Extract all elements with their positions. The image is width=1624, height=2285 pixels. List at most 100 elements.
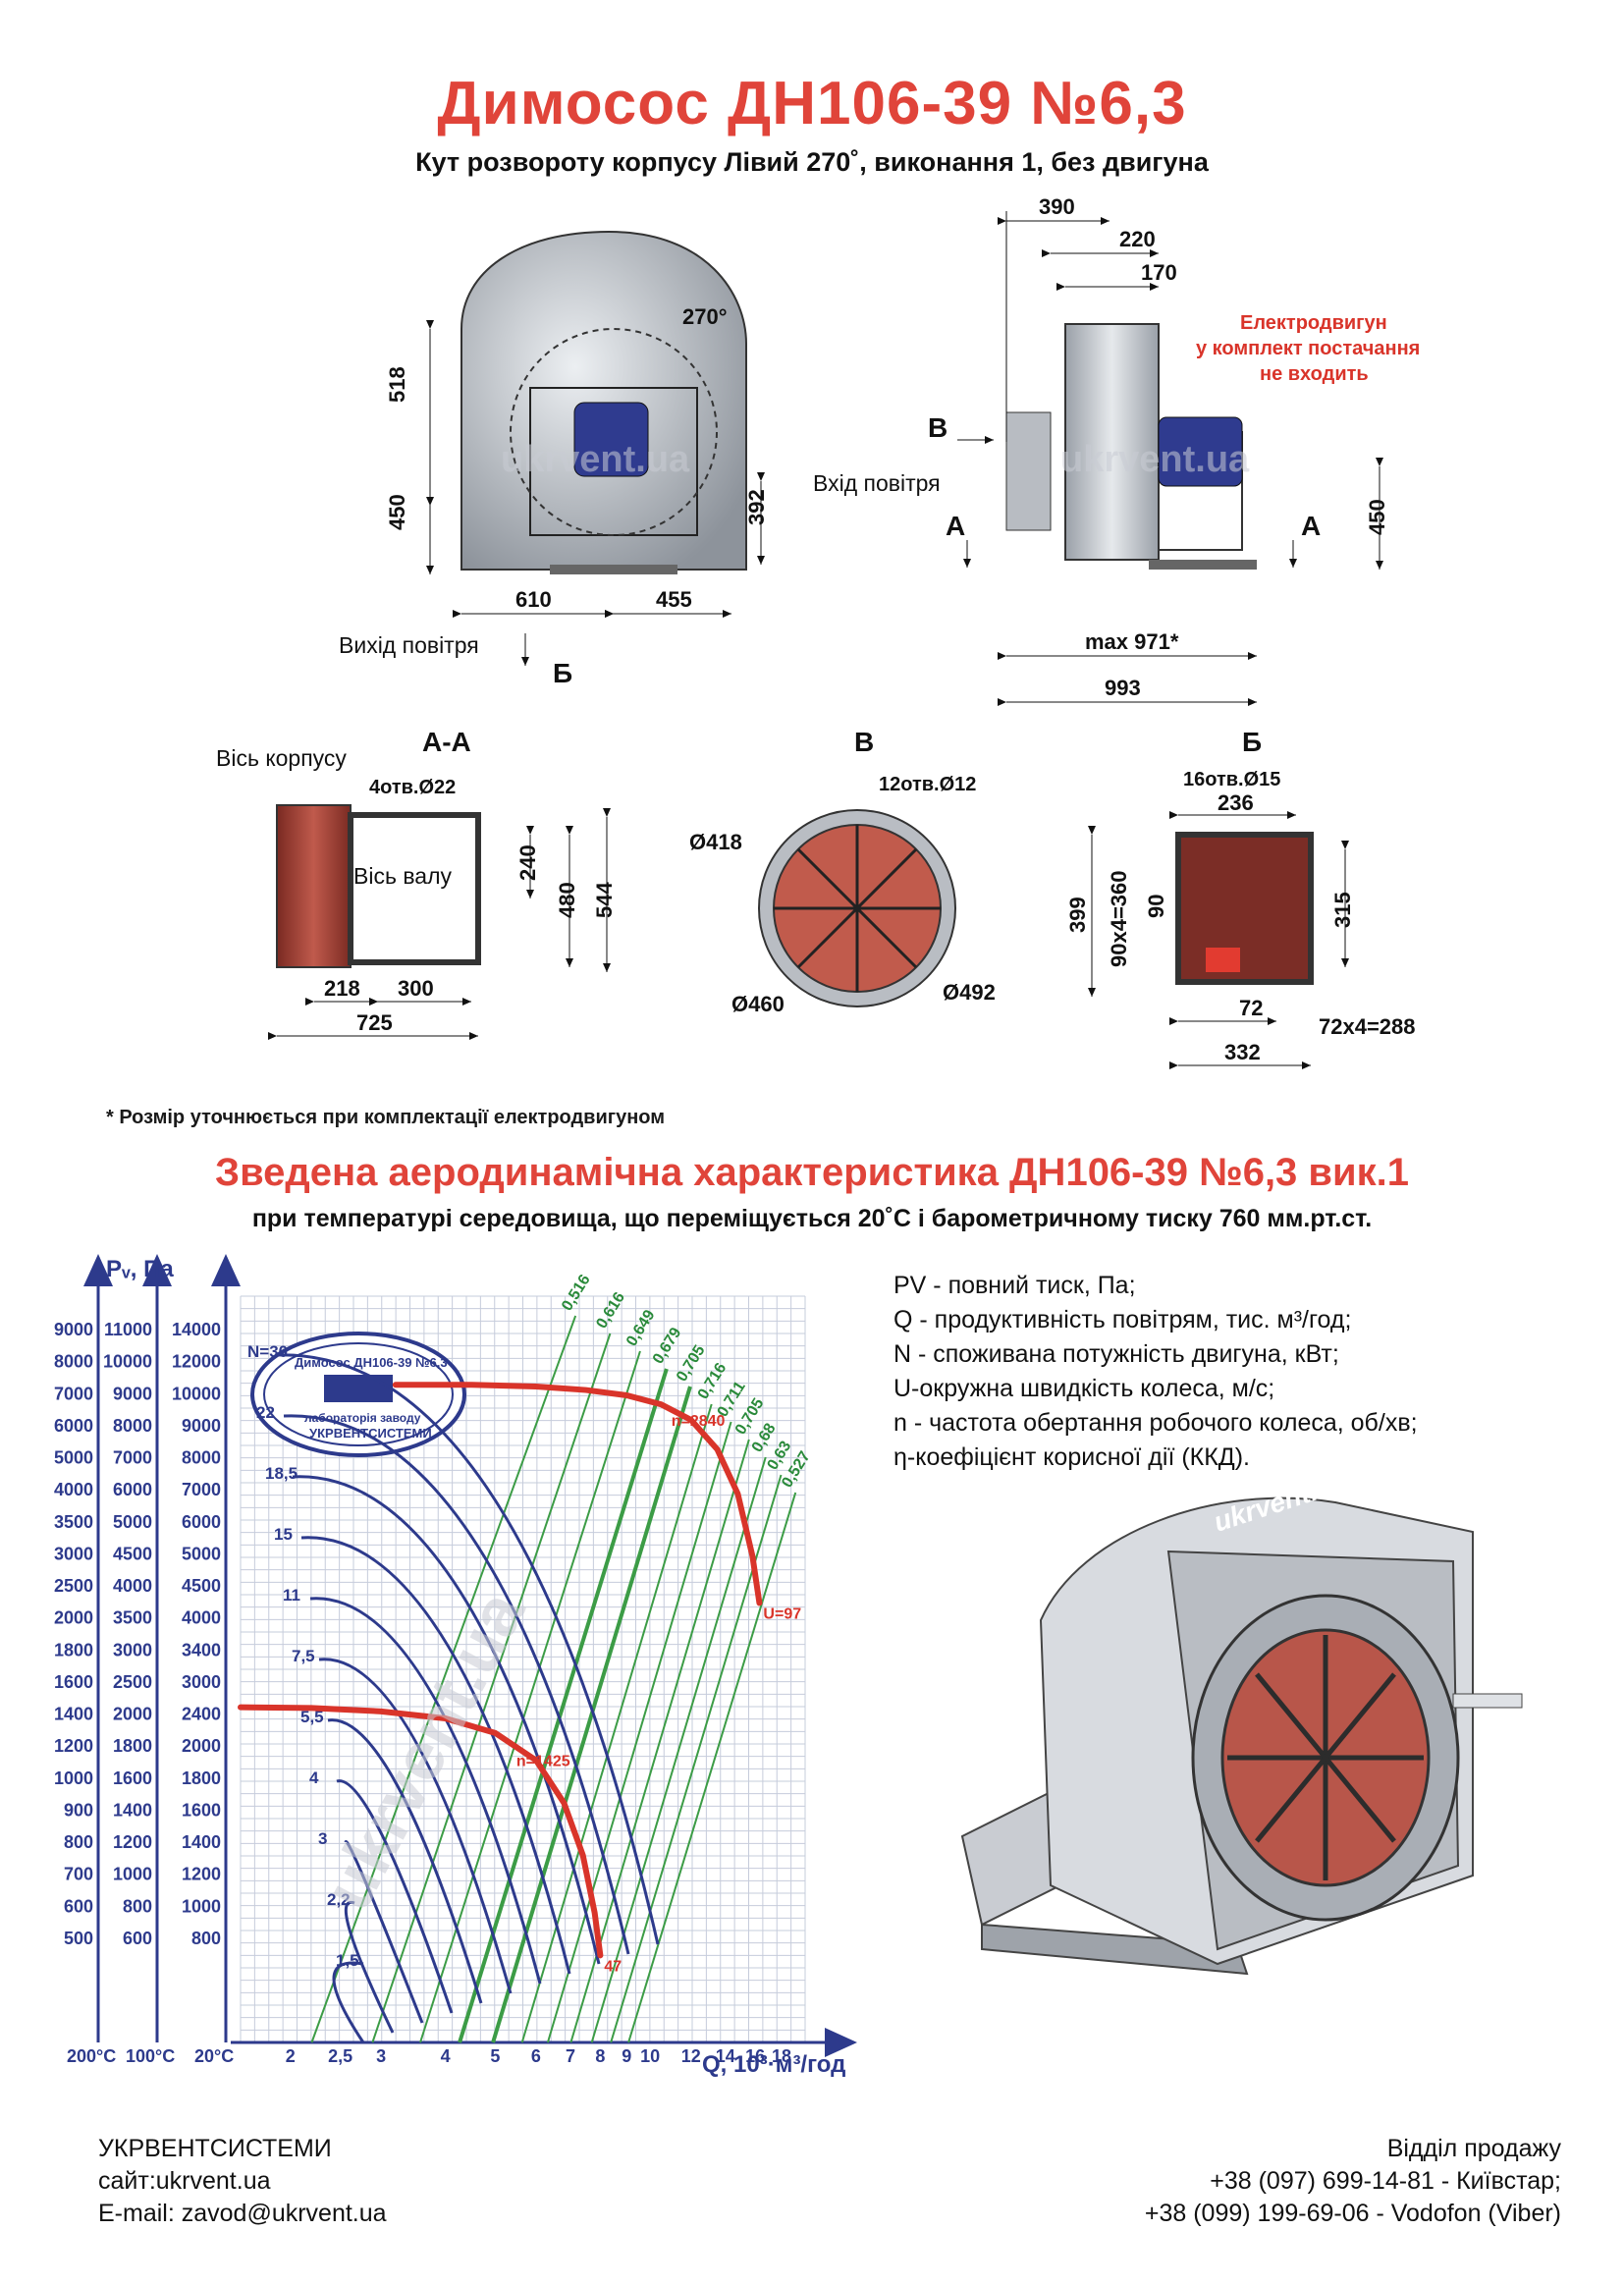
axis-body-label: Вісь корпусу	[216, 745, 347, 771]
y-tick-label: 1000	[182, 1896, 221, 1916]
y-tick-label: 600	[123, 1929, 152, 1948]
legend-n: N - споживана потужність двигуна, кВт;	[893, 1340, 1339, 1368]
y-tick-label: 10000	[172, 1384, 221, 1403]
y-tick-label: 1800	[54, 1640, 93, 1659]
dim-544: 544	[592, 882, 617, 918]
x-tick-label: 7	[566, 2046, 575, 2066]
x-tick-label: 16	[745, 2046, 765, 2066]
dim-518: 518	[385, 366, 409, 403]
legend-q: Q - продуктивність повітрям, тис. м³/год…	[893, 1306, 1352, 1333]
series-curve	[238, 1704, 604, 1959]
power-curve	[283, 1414, 630, 1955]
efficiency-label: 0,649	[623, 1307, 659, 1349]
y-tick-label: 8000	[182, 1448, 221, 1468]
y-tick-label: 1000	[113, 1865, 152, 1884]
chart-axes: 9000800070006000500040003500300025002000…	[54, 1254, 857, 2066]
dim-610: 610	[515, 587, 552, 612]
x-tick-label: 18	[772, 2046, 791, 2066]
front-view: ukrvent.ua 518 450 392 610 455 270° Вихі…	[339, 230, 769, 688]
motor-note-3: не входить	[1260, 363, 1369, 385]
power-curve	[318, 1658, 513, 1994]
power-label: 2,2	[327, 1890, 351, 1909]
y-tick-label: 4000	[54, 1480, 93, 1499]
dim-220: 220	[1119, 227, 1156, 251]
y-tick-label: 5000	[54, 1448, 93, 1468]
section-v-title: В	[854, 727, 874, 757]
power-curve	[344, 1840, 424, 2024]
y-tick-label: 11000	[104, 1320, 152, 1339]
x-axis-label: Q, 10³·м³/год	[702, 2051, 845, 2078]
y-tick-label: 9000	[113, 1384, 152, 1403]
aerodynamic-chart: Димосос ДН106-39 №6,3 лабораторія заводу…	[54, 1254, 857, 2078]
x-tick-label: 10	[640, 2046, 660, 2066]
y-tick-label: 7000	[113, 1448, 152, 1468]
temp-label: 100°C	[126, 2046, 175, 2066]
x-tick-label: 14	[716, 2046, 735, 2066]
motor-note-1: Електродвигун	[1240, 312, 1387, 334]
power-label: 5,5	[300, 1708, 324, 1726]
y-tick-label: 5000	[113, 1512, 152, 1532]
power-label: 7,5	[292, 1647, 315, 1665]
x-tick-label: 3	[376, 2046, 386, 2066]
footnote: * Розмір уточнюється при комплектації ел…	[106, 1107, 666, 1128]
y-tick-label: 500	[64, 1929, 93, 1948]
y-tick-label: 1600	[113, 1768, 152, 1788]
inlet-label: Вхід повітря	[813, 470, 941, 496]
y-tick-label: 3000	[182, 1672, 221, 1692]
power-curve	[292, 1475, 601, 1965]
efficiency-line	[546, 1421, 732, 2043]
efficiency-line	[520, 1403, 713, 2043]
y-tick-label: 1600	[54, 1672, 93, 1692]
chart-heading: Зведена аеродинамічна характеристика ДН1…	[215, 1151, 1409, 1194]
power-curve	[332, 1961, 365, 2043]
company-name: УКРВЕНТСИСТЕМИ	[98, 2135, 332, 2162]
legend-u: U-окружна швидкість колеса, м/с;	[893, 1375, 1275, 1402]
dim-90x4: 90x4=360	[1107, 871, 1131, 968]
dim-90: 90	[1144, 895, 1168, 918]
company-site[interactable]: сайт:ukrvent.ua	[98, 2167, 271, 2195]
chart-subheading: при температурі середовища, що переміщує…	[251, 1205, 1373, 1232]
series-end-label: U=97	[763, 1605, 801, 1622]
dim-399: 399	[1065, 897, 1090, 933]
legend-eta: η-коефіцієнт корисної дії (ККД).	[893, 1443, 1250, 1471]
dim-72: 72	[1239, 996, 1263, 1020]
motor-icon	[573, 402, 649, 477]
outlet-label: Вихід повітря	[339, 632, 479, 658]
efficiency-line	[627, 1492, 797, 2043]
series-name-label: n=1425	[516, 1754, 570, 1770]
power-curve	[336, 1779, 454, 2014]
dim-450-side: 450	[1365, 499, 1389, 535]
marker-a-right: А	[1301, 511, 1321, 541]
y-tick-label: 4500	[182, 1576, 221, 1596]
y-tick-label: 1200	[113, 1832, 152, 1852]
efficiency-line	[371, 1333, 612, 2043]
y-tick-label: 1000	[54, 1768, 93, 1788]
dim-315: 315	[1330, 892, 1355, 928]
y-tick-label: 800	[64, 1832, 93, 1852]
phone-kyivstar[interactable]: +38 (097) 699-14-81 - Київстар;	[1210, 2167, 1561, 2195]
x-tick-label: 2	[286, 2046, 296, 2066]
dim-236: 236	[1218, 790, 1254, 815]
efficiency-line	[458, 1368, 669, 2043]
phone-vodafone[interactable]: +38 (099) 199-69-06 - Vodofon (Viber)	[1144, 2200, 1561, 2227]
y-tick-label: 8000	[113, 1416, 152, 1436]
y-tick-label: 6000	[54, 1416, 93, 1436]
dim-d418: Ø418	[689, 830, 742, 854]
series-name-label: n=2840	[672, 1413, 726, 1430]
y-tick-label: 4000	[113, 1576, 152, 1596]
power-label: 11	[283, 1586, 300, 1605]
efficiency-label: 0,516	[559, 1272, 594, 1314]
y-tick-label: 800	[191, 1929, 221, 1948]
efficiency-line	[310, 1315, 577, 2043]
marker-a-left: А	[946, 511, 965, 541]
dim-455: 455	[656, 587, 692, 612]
y-tick-label: 3000	[113, 1640, 152, 1659]
y-tick-label: 1400	[182, 1832, 221, 1852]
power-label: 18,5	[265, 1464, 298, 1483]
power-label: 3	[318, 1829, 327, 1848]
y-tick-label: 9000	[182, 1416, 221, 1436]
company-email[interactable]: E-mail: zavod@ukrvent.ua	[98, 2200, 387, 2227]
x-tick-label: 12	[681, 2046, 701, 2066]
x-tick-label: 4	[441, 2046, 451, 2066]
